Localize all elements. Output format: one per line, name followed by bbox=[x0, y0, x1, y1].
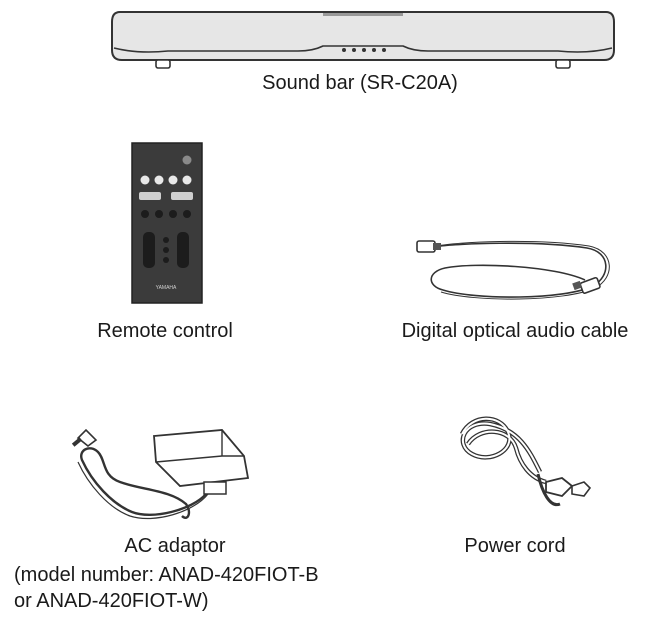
optical-cable-label: Digital optical audio cable bbox=[401, 320, 629, 342]
soundbar-label: Sound bar (SR-C20A) bbox=[262, 72, 458, 94]
power-cord-illustration bbox=[459, 416, 592, 507]
ac-adaptor-illustration bbox=[71, 428, 250, 520]
optical-cable-illustration bbox=[416, 240, 610, 300]
soundbar-illustration bbox=[111, 11, 615, 69]
ac-adaptor-model-note-line2: or ANAD-420FIOT-W) bbox=[14, 590, 209, 612]
remote-brand-text: YAMAHA bbox=[155, 285, 177, 291]
remote-control-illustration bbox=[131, 142, 203, 304]
power-cord-label: Power cord bbox=[464, 535, 566, 557]
ac-adaptor-label: AC adaptor bbox=[124, 535, 226, 557]
ac-adaptor-model-note-line1: (model number: ANAD-420FIOT-B bbox=[14, 564, 319, 586]
remote-control-label: Remote control bbox=[97, 320, 233, 342]
